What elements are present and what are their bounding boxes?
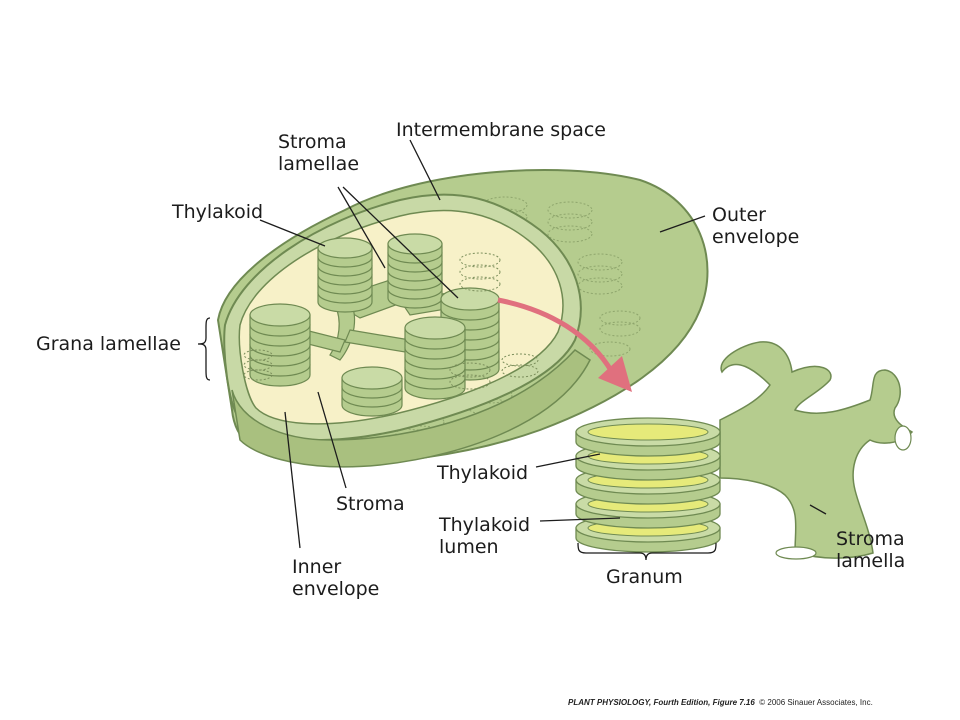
thylakoid-disk-top [317,237,373,259]
chloroplast [216,169,709,468]
dotted-ghosts [243,252,539,390]
thylakoid-disk-top [387,233,443,255]
label-stroma-lamellae: Stroma lamellae [278,131,360,175]
grana-stacks [249,233,500,417]
outer-envelope-front [231,349,591,468]
granum-stack [317,237,373,313]
granum-stack [387,233,443,309]
label-stroma-lamella: Stroma lamella [836,528,906,572]
credit-book: PLANT PHYSIOLOGY, Fourth Edition, Figure… [568,698,755,707]
zoom-arrow [497,297,615,374]
label-thylakoid-top: Thylakoid [172,201,264,223]
granum-stack [341,366,403,417]
label-grana-lamellae: Grana lamellae [36,333,181,355]
thylakoid-disk-top [341,366,403,390]
granum-stack [249,303,311,387]
thylakoid-disk-top [440,287,500,311]
label-inner-envelope: Inner envelope [292,556,380,600]
label-intermembrane-space: Intermembrane space [396,119,606,141]
granum-detail [575,341,914,560]
granum-disk-stack [575,417,721,553]
thylakoid-disk-top [404,316,466,340]
lamella-end-opening [894,425,912,451]
label-outer-envelope: Outer envelope [712,204,800,248]
zoom-arrow-head [598,356,632,392]
stroma-lamella-shape [719,341,914,559]
figure-credit: PLANT PHYSIOLOGY, Fourth Edition, Figure… [568,698,873,707]
label-granum: Granum [606,566,683,588]
thylakoid-disk-top [249,303,311,327]
granum-stack [404,316,466,400]
credit-copyright: © 2006 Sinauer Associates, Inc. [754,698,873,707]
label-thylakoid-detail: Thylakoid [437,462,529,484]
thylakoid-lumen [587,423,709,441]
label-thylakoid-lumen: Thylakoid lumen [439,514,531,558]
lamella-end-opening [775,546,817,560]
leader-lines [197,139,827,561]
label-stroma: Stroma [336,493,405,515]
